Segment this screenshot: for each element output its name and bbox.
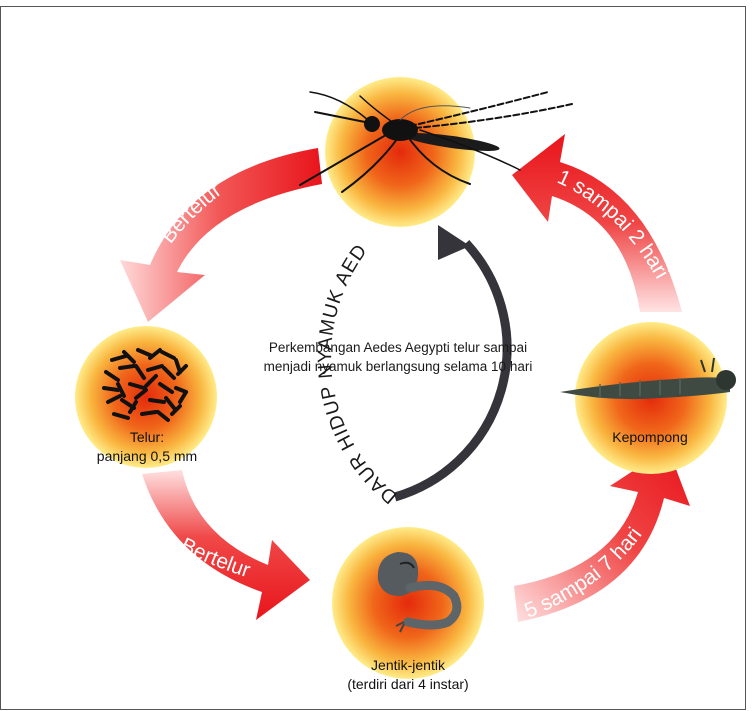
stage-circle-mosquito — [325, 77, 475, 227]
arrow-egg-to-larva — [142, 470, 310, 620]
larva-label-title: Jentik-jentik — [318, 656, 498, 675]
egg-label-title: Telur: — [60, 428, 234, 447]
arrow-pupa-to-mosquito — [512, 134, 682, 312]
arrow-label-pupa-to-mosquito: 1 sampai 2 hari — [554, 166, 673, 283]
arrow-label-larva-to-pupa: 5 sampai 7 hari — [521, 523, 646, 622]
egg-label: Telur: panjang 0,5 mm — [60, 428, 234, 466]
cycle-arrowhead — [438, 225, 470, 260]
center-description: Perkembangan Aedes Aegypti telur sampai … — [262, 338, 534, 376]
pupa-label: Kepompong — [590, 428, 710, 447]
larva-label: Jentik-jentik (terdiri dari 4 instar) — [318, 656, 498, 694]
arrow-mosquito-to-egg — [120, 148, 322, 322]
egg-label-size: panjang 0,5 mm — [60, 447, 234, 466]
larva-label-instar: (terdiri dari 4 instar) — [318, 675, 498, 694]
